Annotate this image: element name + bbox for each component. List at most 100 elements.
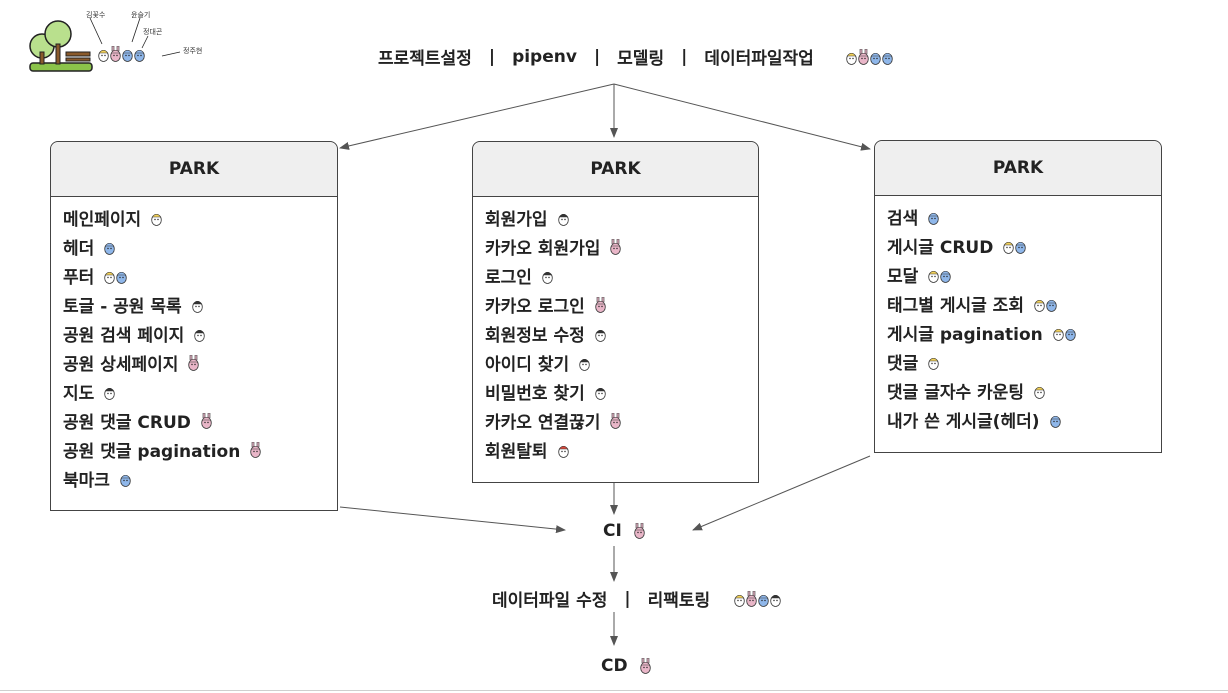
task-item: 내가 쓴 게시글(헤더) bbox=[887, 405, 1161, 434]
top-stage: 프로젝트설정 | pipenv | 모델링 | 데이터파일작업 bbox=[378, 44, 894, 69]
bunny-avatar-icon bbox=[188, 354, 200, 371]
bunny-avatar-icon bbox=[634, 523, 645, 539]
assignee-avatars bbox=[1049, 412, 1062, 428]
assignee-avatars bbox=[250, 441, 262, 458]
member-name: 정주현 bbox=[183, 47, 203, 55]
task-label: 검색 bbox=[887, 209, 919, 229]
assignee-avatars bbox=[151, 210, 163, 226]
red-avatar-icon bbox=[557, 442, 569, 458]
separator: | bbox=[488, 46, 496, 67]
blue-avatar-icon bbox=[882, 49, 893, 65]
task-item: 회원탈퇴 bbox=[485, 435, 758, 464]
bunny-avatar-icon bbox=[639, 658, 651, 674]
task-label: 로그인 bbox=[485, 268, 532, 288]
assignee-avatars bbox=[1053, 325, 1077, 341]
blue-avatar-icon bbox=[116, 268, 127, 284]
stage-avatars bbox=[846, 48, 894, 65]
task-item: 공원 검색 페이지 bbox=[63, 319, 337, 348]
stage-project-setup: 프로젝트설정 bbox=[378, 49, 472, 69]
assignee-avatars bbox=[595, 326, 607, 342]
task-item: 푸터 bbox=[63, 261, 337, 290]
arrow-top-to-left bbox=[339, 83, 615, 150]
task-label: 아이디 찾기 bbox=[485, 355, 570, 375]
assignee-avatars bbox=[1034, 296, 1058, 312]
arrow-right-to-ci bbox=[692, 455, 871, 531]
assignee-avatars bbox=[1034, 383, 1046, 399]
assignee-avatars bbox=[595, 296, 607, 313]
task-item: 모달 bbox=[887, 260, 1161, 289]
bunny-avatar-icon bbox=[110, 46, 121, 62]
stage-modeling: 모델링 bbox=[617, 49, 665, 69]
blue-avatar-icon bbox=[122, 46, 133, 62]
task-label: 공원 댓글 pagination bbox=[63, 442, 241, 462]
assignee-avatars bbox=[191, 297, 204, 313]
yellow-avatar-icon bbox=[928, 267, 939, 283]
assignee-avatars bbox=[557, 442, 570, 458]
task-label: 게시글 CRUD bbox=[887, 238, 994, 258]
blue-avatar-icon bbox=[928, 209, 939, 225]
dark-avatar-icon bbox=[579, 355, 590, 371]
task-label: 모달 bbox=[887, 267, 919, 287]
task-item: 게시글 CRUD bbox=[887, 231, 1161, 260]
dark-avatar-icon bbox=[191, 297, 203, 313]
task-label: 태그별 게시글 조회 bbox=[887, 296, 1024, 316]
task-item: 공원 댓글 CRUD bbox=[63, 406, 337, 435]
task-item: 아이디 찾기 bbox=[485, 348, 758, 377]
blue-avatar-icon bbox=[1015, 238, 1027, 254]
task-label: 회원정보 수정 bbox=[485, 326, 585, 346]
card-title: PARK bbox=[51, 142, 337, 197]
ci-avatars bbox=[634, 523, 646, 539]
bunny-avatar-icon bbox=[250, 441, 262, 458]
bunny-avatar-icon bbox=[201, 412, 212, 429]
member-name: 김꽃수 bbox=[86, 11, 106, 19]
assignee-avatars bbox=[104, 268, 128, 284]
ci-label: CI bbox=[603, 521, 622, 541]
assignee-avatars bbox=[928, 267, 952, 283]
task-label: 게시글 pagination bbox=[887, 325, 1043, 345]
task-label: 내가 쓴 게시글(헤더) bbox=[887, 412, 1040, 432]
task-label: 비밀번호 찾기 bbox=[485, 384, 585, 404]
assignee-avatars bbox=[1003, 238, 1027, 254]
stage-data-file: 데이터파일작업 bbox=[704, 49, 814, 69]
task-item: 공원 상세페이지 bbox=[63, 348, 337, 377]
task-label: 북마크 bbox=[63, 471, 110, 491]
task-label: 공원 상세페이지 bbox=[63, 355, 179, 375]
assignee-avatars bbox=[557, 210, 570, 226]
yellow-avatar-icon bbox=[104, 268, 115, 284]
task-label: 회원탈퇴 bbox=[485, 442, 548, 462]
member-name: 정대곤 bbox=[143, 28, 163, 36]
cd-avatars bbox=[639, 658, 652, 674]
task-item: 로그인 bbox=[485, 261, 758, 290]
bunny-avatar-icon bbox=[595, 296, 606, 313]
yellow-avatar-icon bbox=[151, 210, 162, 226]
blue-avatar-icon bbox=[758, 591, 769, 607]
yellow-avatar-icon bbox=[1034, 296, 1045, 312]
task-label: 카카오 연결끊기 bbox=[485, 413, 601, 433]
task-item: 공원 댓글 pagination bbox=[63, 435, 337, 464]
stage-data-file-edit: 데이터파일 수정 bbox=[492, 591, 608, 611]
assignee-avatars bbox=[610, 412, 622, 429]
task-item: 메인페이지 bbox=[63, 203, 337, 232]
blue-avatar-icon bbox=[870, 49, 881, 65]
assignee-avatars bbox=[104, 239, 116, 255]
team-logo: 김꽃수 윤슬기 정대곤 정주현 bbox=[28, 8, 228, 78]
task-item: 비밀번호 찾기 bbox=[485, 377, 758, 406]
bunny-avatar-icon bbox=[610, 412, 622, 429]
dark-avatar-icon bbox=[595, 326, 606, 342]
cd-label: CD bbox=[601, 656, 628, 676]
task-item: 게시글 pagination bbox=[887, 318, 1161, 347]
task-label: 헤더 bbox=[63, 239, 95, 259]
task-label: 메인페이지 bbox=[63, 210, 142, 230]
assignee-avatars bbox=[579, 355, 591, 371]
assignee-avatars bbox=[120, 471, 132, 487]
task-label: 카카오 회원가입 bbox=[485, 239, 601, 259]
assignee-avatars bbox=[610, 238, 622, 255]
bunny-avatar-icon bbox=[746, 590, 757, 607]
task-item: 회원정보 수정 bbox=[485, 319, 758, 348]
yellow-avatar-icon bbox=[928, 354, 939, 370]
task-label: 댓글 bbox=[887, 354, 919, 374]
blue-avatar-icon bbox=[940, 267, 951, 283]
task-item: 지도 bbox=[63, 377, 337, 406]
